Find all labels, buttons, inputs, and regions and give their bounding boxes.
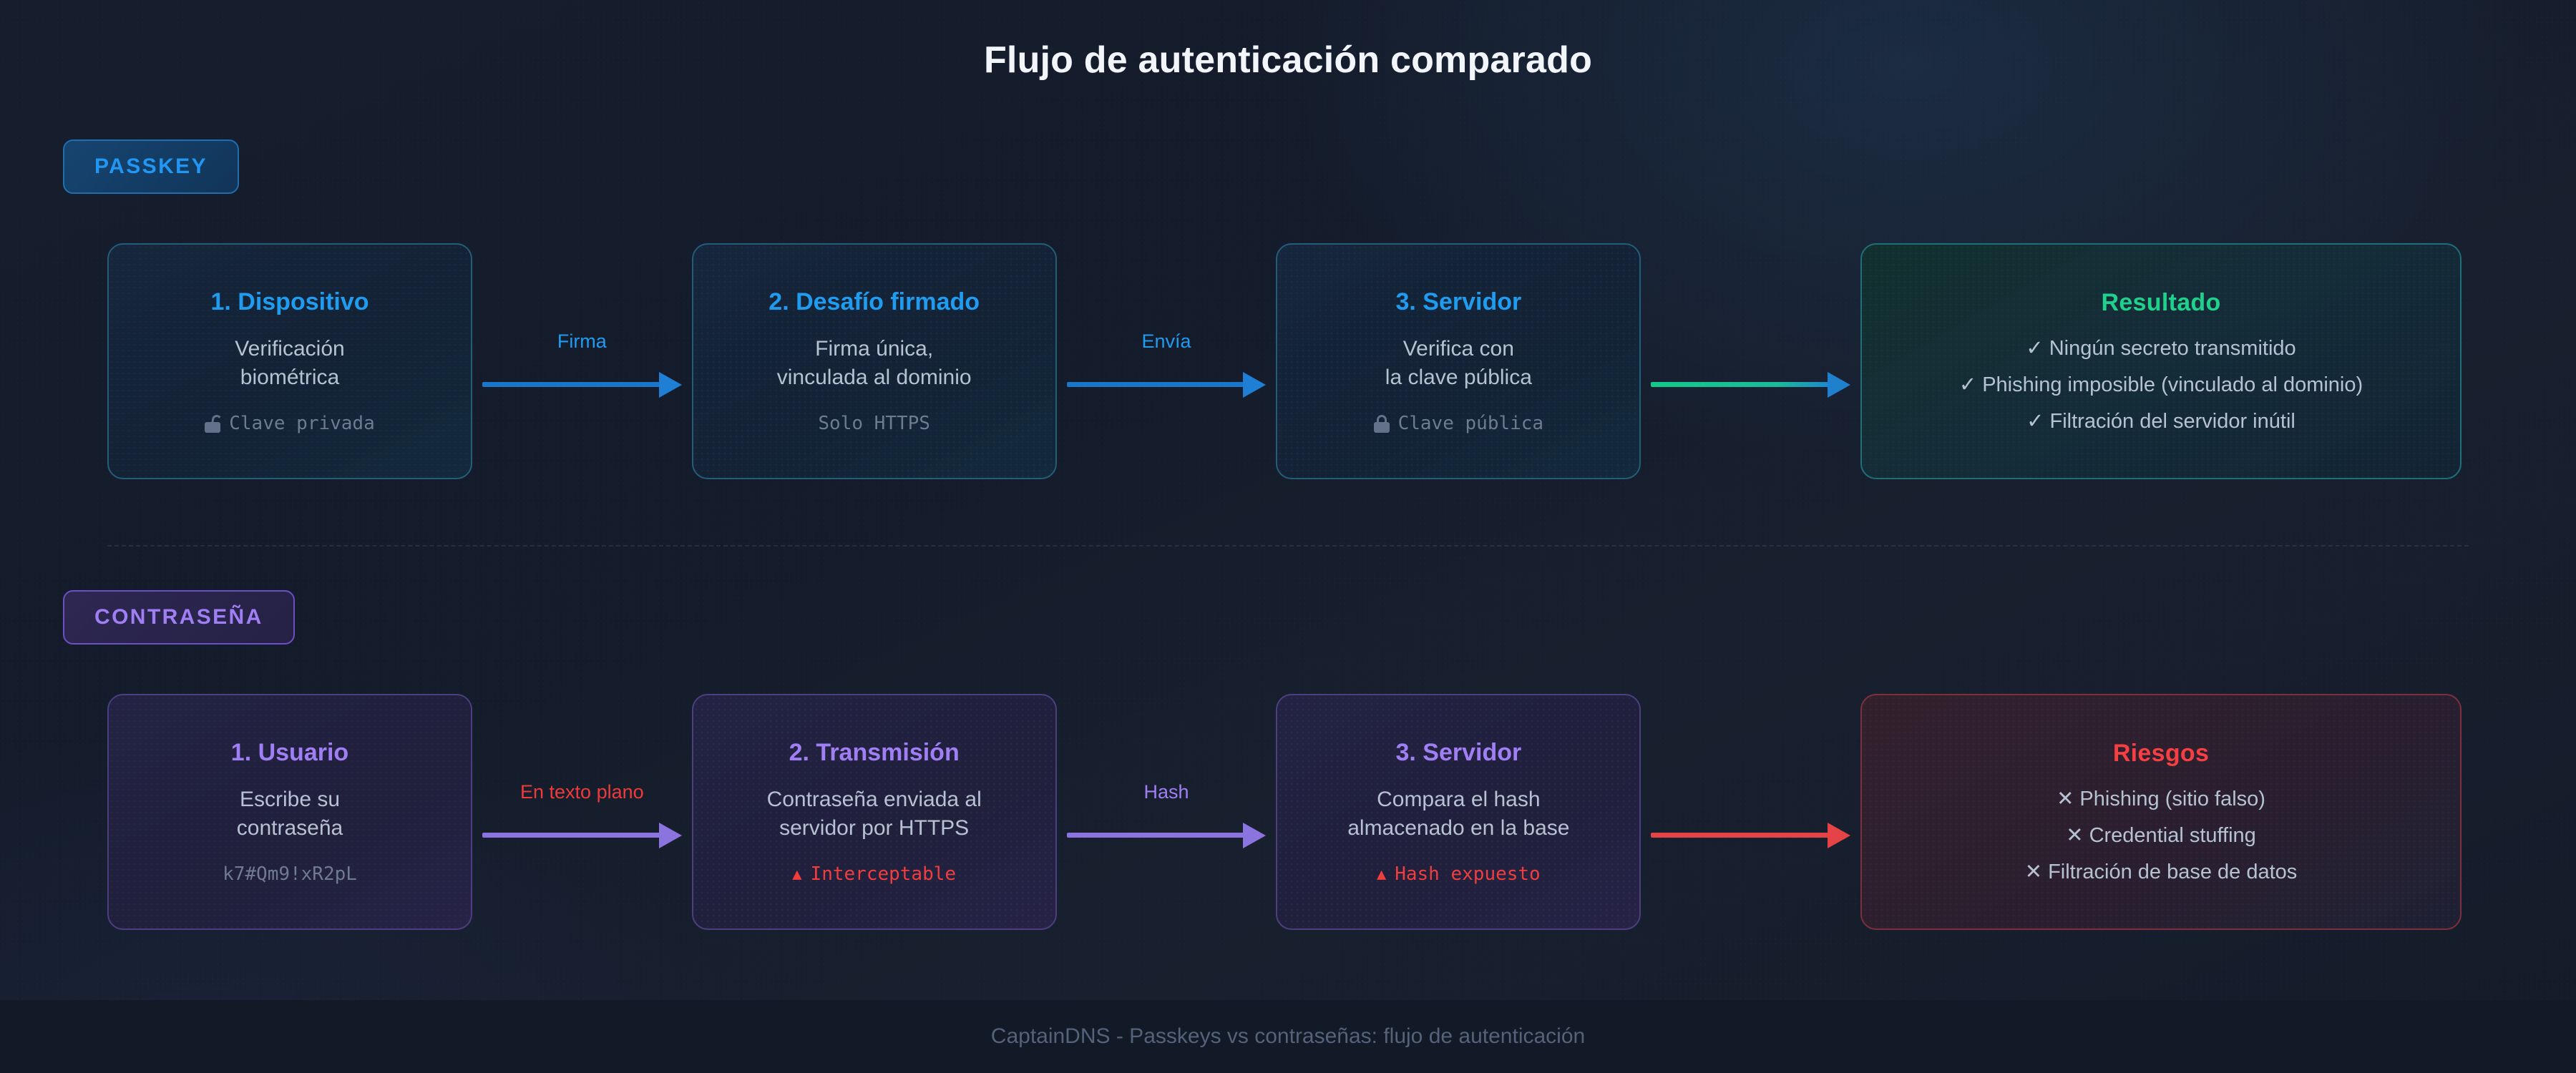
- list-item: ✓ Ningún secreto transmitido: [2026, 337, 2296, 360]
- card-title: 2. Desafío firmado: [769, 288, 980, 315]
- locked-padlock-icon: [1373, 414, 1390, 433]
- arrow-right-icon: [1066, 823, 1267, 848]
- passkey-connector-1: Firma: [472, 243, 692, 479]
- card-title: 2. Transmisión: [789, 738, 960, 766]
- card-title: 3. Servidor: [1395, 738, 1522, 766]
- connector-label: Firma: [557, 330, 607, 352]
- connector-label: Envía: [1141, 330, 1191, 352]
- card-footnote-label: Clave pública: [1397, 413, 1544, 435]
- card-footnote-label: Hash expuesto: [1395, 863, 1541, 886]
- arrow-right-icon: [482, 823, 682, 848]
- unlocked-padlock-icon: [205, 413, 223, 433]
- page-title: Flujo de autenticación comparado: [983, 39, 1593, 81]
- password-connector-1: En texto plano: [472, 694, 692, 930]
- card-footnote: Solo HTTPS: [818, 413, 930, 434]
- list-item: ✓ Filtración del servidor inútil: [2026, 410, 2296, 433]
- warning-triangle-icon: ▲: [1376, 865, 1387, 883]
- list-item: ✕ Phishing (sitio falso): [2057, 788, 2265, 810]
- outcome-list: ✕ Phishing (sitio falso) ✕ Credential st…: [2025, 786, 2298, 884]
- card-description: Firma única,vinculada al dominio: [776, 336, 972, 389]
- outcome-list: ✓ Ningún secreto transmitido ✓ Phishing …: [1959, 335, 2363, 433]
- footer-caption: CaptainDNS - Passkeys vs contraseñas: fl…: [990, 1024, 1586, 1048]
- connector-label: Hash: [1143, 781, 1189, 803]
- card-footnote-label: Solo HTTPS: [818, 413, 930, 435]
- password-connector-3: [1641, 694, 1860, 930]
- arrow-right-icon: [1651, 823, 1851, 848]
- list-item: ✕ Credential stuffing: [2066, 824, 2256, 847]
- card-footnote: Clave privada: [205, 413, 375, 434]
- card-footnote-label: k7#Qm9!xR2pL: [223, 863, 357, 886]
- card-title: 3. Servidor: [1395, 288, 1522, 315]
- list-item: ✕ Filtración de base de datos: [2024, 861, 2298, 883]
- connector-label: En texto plano: [520, 781, 644, 803]
- arrow-right-icon: [1651, 372, 1851, 398]
- password-connector-2: Hash: [1057, 694, 1277, 930]
- card-title: Resultado: [2101, 289, 2221, 316]
- list-item: ✓ Phishing imposible (vinculado al domin…: [1958, 373, 2363, 396]
- card-footnote: ▲ Interceptable: [792, 863, 956, 885]
- warning-triangle-icon: ▲: [792, 865, 802, 883]
- password-outcome-card: Riesgos ✕ Phishing (sitio falso) ✕ Crede…: [1860, 694, 2462, 930]
- card-footnote: k7#Qm9!xR2pL: [223, 863, 357, 885]
- section-badge-passkey: PASSKEY: [63, 139, 239, 194]
- card-title: 1. Dispositivo: [210, 288, 369, 315]
- card-title: Riesgos: [2112, 740, 2210, 767]
- arrow-right-icon: [482, 372, 682, 398]
- passkey-outcome-card: Resultado ✓ Ningún secreto transmitido ✓…: [1860, 243, 2462, 479]
- card-footnote: Clave pública: [1373, 413, 1544, 435]
- passkey-connector-3: [1641, 243, 1860, 479]
- footer-band: CaptainDNS - Passkeys vs contraseñas: fl…: [0, 1000, 2576, 1073]
- card-footnote-label: Interceptable: [810, 863, 957, 886]
- passkey-step-card-2: 2. Desafío firmado Firma única,vinculada…: [691, 243, 1057, 479]
- section-divider: [107, 545, 2469, 547]
- card-footnote: ▲ Hash expuesto: [1377, 863, 1541, 885]
- arrow-right-icon: [1066, 372, 1267, 398]
- passkey-connector-2: Envía: [1057, 243, 1277, 479]
- card-title: 1. Usuario: [230, 738, 349, 766]
- section-badge-password: CONTRASEÑA: [63, 590, 295, 645]
- card-footnote-label: Clave privada: [229, 413, 375, 435]
